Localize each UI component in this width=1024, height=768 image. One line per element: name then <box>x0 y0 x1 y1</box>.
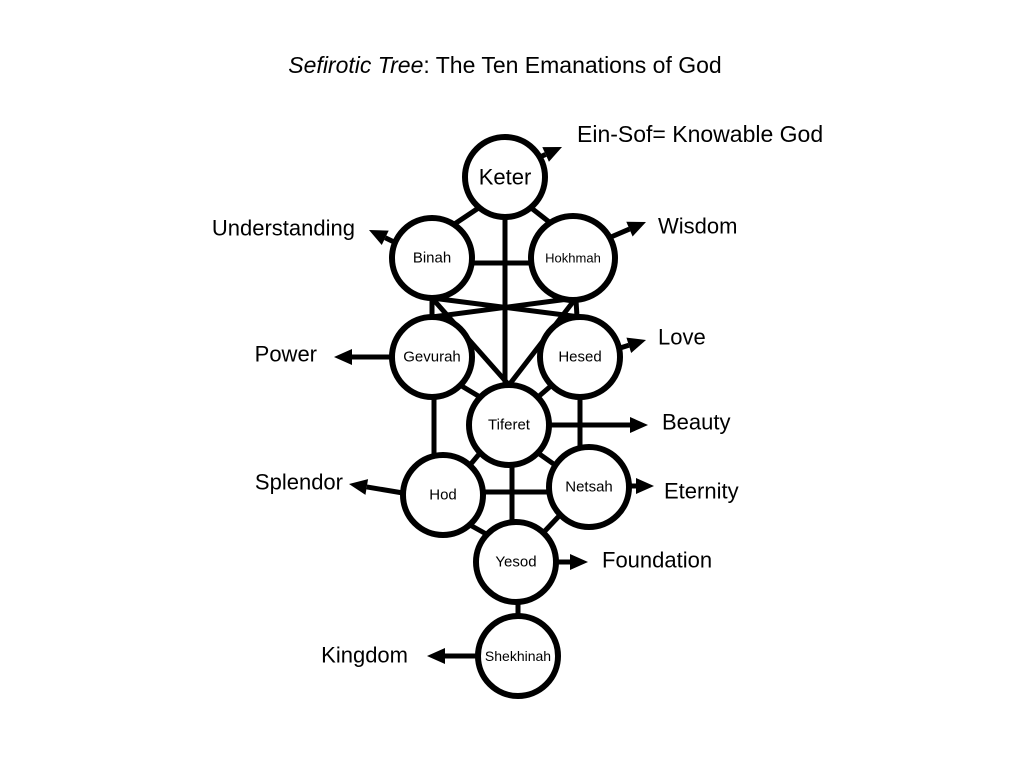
node-label-shekhinah: Shekhinah <box>485 648 551 664</box>
node-label-tiferet: Tiferet <box>488 417 531 434</box>
arrow-binah <box>369 230 396 246</box>
arrow-hokhmah <box>610 221 646 240</box>
arrow-netsah <box>629 478 654 494</box>
node-circle-keter <box>462 134 548 220</box>
node-circle-netsah <box>546 444 632 530</box>
arrow-shekhinah <box>427 648 478 664</box>
node-tiferet: Tiferet <box>466 382 552 468</box>
meaning-label-hesed: Love <box>658 325 706 350</box>
title-italic-part: Sefirotic Tree <box>288 52 424 78</box>
node-label-hod: Hod <box>429 487 457 504</box>
node-label-netsah: Netsah <box>565 479 613 496</box>
node-circle-hod <box>400 452 486 538</box>
node-label-hokhmah: Hokhmah <box>545 251 601 266</box>
node-hod: Hod <box>400 452 486 538</box>
title-rest-part: : The Ten Emanations of God <box>423 52 722 78</box>
meaning-label-tiferet: Beauty <box>662 410 731 435</box>
node-gevurah: Gevurah <box>389 314 475 400</box>
node-circle-yesod <box>473 519 559 605</box>
node-label-binah: Binah <box>413 250 451 267</box>
node-circle-hokhmah <box>528 213 618 303</box>
arrows-layer <box>334 147 654 664</box>
node-netsah: Netsah <box>546 444 632 530</box>
node-keter: Keter <box>462 134 548 220</box>
node-circle-hesed <box>537 314 623 400</box>
meaning-label-shekhinah: Kingdom <box>321 643 408 668</box>
node-shekhinah: Shekhinah <box>475 613 561 699</box>
node-label-keter: Keter <box>479 165 532 190</box>
meaning-label-gevurah: Power <box>255 342 317 367</box>
path-gevurah-tiferet <box>458 382 482 400</box>
meaning-label-binah: Understanding <box>212 216 355 241</box>
node-label-gevurah: Gevurah <box>403 349 461 366</box>
path-keter-binah <box>451 204 482 228</box>
meaning-label-keter: Ein-Sof= Knowable God <box>577 121 823 147</box>
node-binah: Binah <box>389 215 475 301</box>
node-hokhmah: Hokhmah <box>528 213 618 303</box>
path-hokhmah-gevurah <box>431 295 577 320</box>
node-circle-tiferet <box>466 382 552 468</box>
arrow-hod <box>349 479 404 496</box>
arrow-hesed <box>619 337 646 353</box>
diagram-title: Sefirotic Tree: The Ten Emanations of Go… <box>0 50 1010 80</box>
node-circle-shekhinah <box>475 613 561 699</box>
meaning-label-hod: Splendor <box>255 470 343 495</box>
meaning-label-yesod: Foundation <box>602 548 712 573</box>
arrow-tiferet <box>549 417 648 433</box>
node-hesed: Hesed <box>537 314 623 400</box>
path-tiferet-netsah <box>536 450 557 468</box>
arrow-yesod <box>556 554 588 570</box>
node-label-hesed: Hesed <box>558 349 601 366</box>
meaning-label-hokhmah: Wisdom <box>658 214 737 239</box>
meaning-label-netsah: Eternity <box>664 479 739 504</box>
arrow-gevurah <box>334 349 392 365</box>
node-circle-gevurah <box>389 314 475 400</box>
path-netsah-yesod <box>541 513 562 535</box>
node-label-yesod: Yesod <box>495 554 536 571</box>
node-circle-binah <box>389 215 475 301</box>
node-yesod: Yesod <box>473 519 559 605</box>
